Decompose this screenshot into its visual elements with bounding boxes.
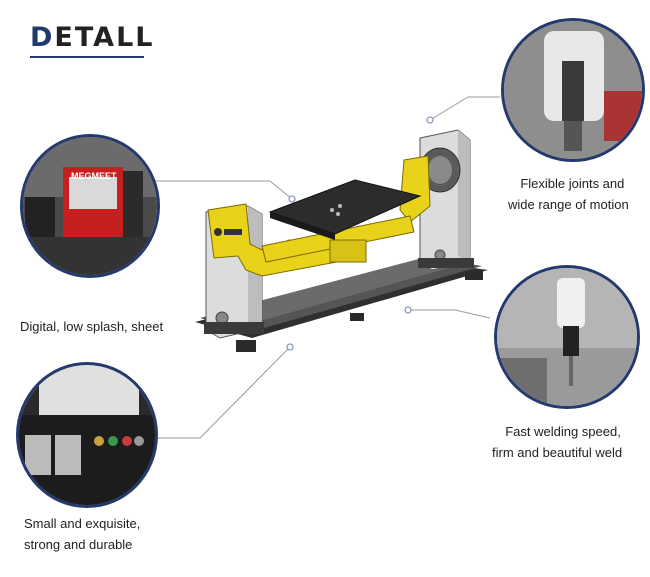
detail-image-robot-joint [501,18,645,162]
detail-image-welding-torch [494,265,640,409]
caption-digital-line1: Digital, low splash, sheet [20,319,164,334]
leader-bottom-left [152,346,291,439]
hotspot-bottom [286,343,294,351]
caption-flexible-joints: Flexible joints and wide range of motion [508,173,629,215]
detail-image-welding-machine: MEGMEET [20,134,160,278]
page-title: DETALL [30,22,155,53]
caption-flexible-joints-line1: Flexible joints and [520,176,625,191]
leader-right-lower [408,309,491,319]
caption-fast-welding-line2: firm and beautiful weld [492,445,623,460]
caption-small-exquisite-line1: Small and exquisite, [24,516,141,531]
leader-top-right [429,96,500,121]
caption-small-exquisite: Small and exquisite, strong and durable [24,513,140,555]
caption-flexible-joints-line2: wide range of motion [508,197,629,212]
hotspot-top [426,116,434,124]
leader-left-top [152,180,293,200]
detail-image-connector-panel [16,362,158,508]
brand-label: MEGMEET [71,171,117,181]
caption-digital: Digital, low splash, sheet [20,316,163,337]
caption-fast-welding-line1: Fast welding speed, [505,424,621,439]
title-first-letter: D [30,22,55,53]
hotspot-right [404,306,412,314]
caption-fast-welding: Fast welding speed, firm and beautiful w… [492,421,622,463]
hotspot-left [288,195,296,203]
title-rest: ETALL [54,22,155,53]
title-underline [30,56,144,58]
caption-small-exquisite-line2: strong and durable [24,537,133,552]
